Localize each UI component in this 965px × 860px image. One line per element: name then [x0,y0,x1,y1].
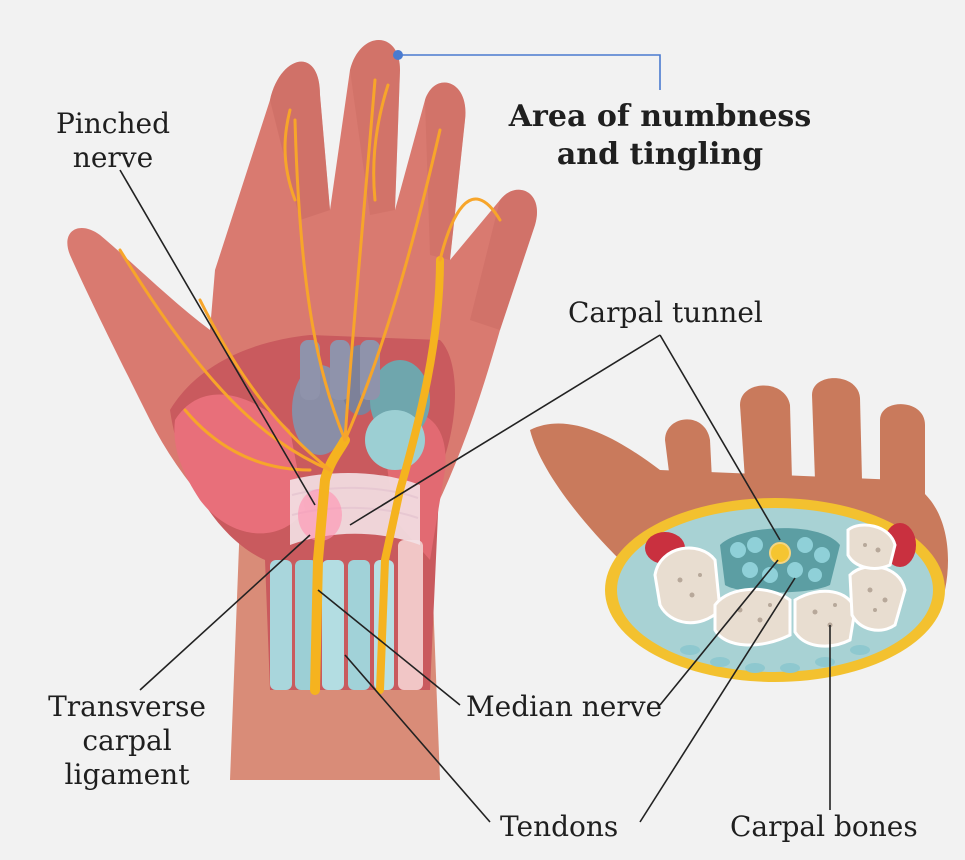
tendon [270,560,292,690]
tendon-sections [730,537,830,583]
thenar-muscle [174,394,305,534]
thumb-shade [470,189,537,330]
median-nerve-text: Median nerve [466,690,663,723]
finger [665,419,712,480]
finger [812,378,862,480]
carpal-bones-text: Carpal bones [730,810,918,843]
tendons-text: Tendons [500,810,619,843]
numbness-callout-dot [393,50,403,60]
transverse-line-3: ligament [64,758,190,791]
numbness-line-1: Area of numbness [508,99,812,134]
median-nerve [310,435,350,695]
label-carpal-bones: Carpal bones [730,810,918,844]
cross-section-hand [530,378,948,682]
label-tendons: Tendons [500,810,618,844]
ulnar-nerve [376,256,444,694]
label-area-of-numbness: Area of numbness and tingling [505,98,815,174]
pinched-line-1: Pinched [55,107,171,140]
label-median-nerve: Median nerve [466,690,662,724]
transverse-line-1: Transverse [48,690,206,723]
metacarpal [300,340,320,400]
finger-shade [425,82,466,260]
tendons-group [270,540,423,690]
nerve-branches [118,78,502,472]
carpal-tunnel-text: Carpal tunnel [568,296,763,329]
transverse-line-2: carpal [82,724,172,757]
finger [880,404,925,495]
label-transverse-carpal-ligament: Transverse carpal ligament [42,690,212,792]
finger [740,385,792,480]
bone-marrow-dots [677,543,888,628]
metacarpal [360,340,380,400]
tendon [398,540,423,690]
numbness-line-2: and tingling [556,137,764,172]
label-pinched-nerve: Pinched nerve [48,107,178,175]
bottom-tendons [680,645,870,673]
leader-lines [119,169,831,823]
numbness-callout-line [398,54,661,90]
tendon [348,560,370,690]
finger-shade [270,61,330,220]
metacarpal [330,340,350,400]
pinched-line-2: nerve [72,141,154,174]
label-carpal-tunnel: Carpal tunnel [568,296,763,330]
carpal-bones-section [653,523,907,648]
median-nerve-section [769,542,791,564]
tendon [322,560,344,690]
